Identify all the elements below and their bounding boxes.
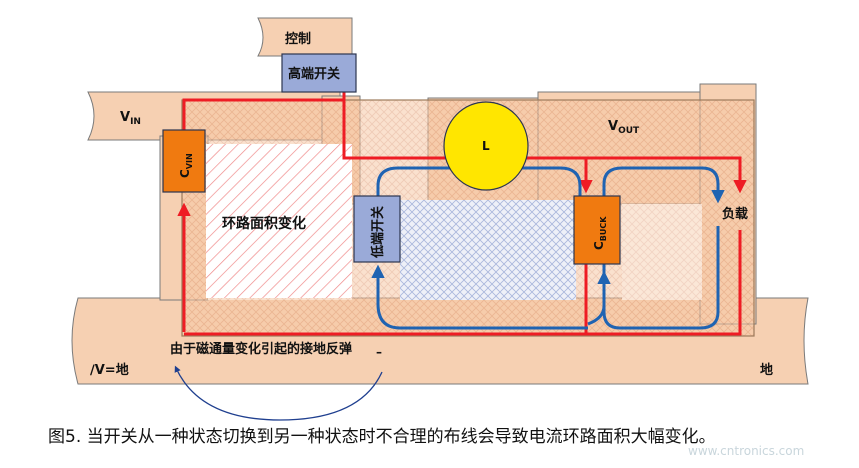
cbuck-label: CBUCK bbox=[592, 216, 608, 250]
ground-right-label: 地 bbox=[760, 362, 773, 378]
control-label: 控制 bbox=[285, 31, 311, 47]
ground-bounce-arrow bbox=[174, 365, 383, 421]
high-side-switch-label: 高端开关 bbox=[288, 66, 340, 82]
red-current-loop-top bbox=[182, 98, 593, 194]
vin-label: VIN bbox=[120, 110, 141, 127]
vout-inner-gap-hatch bbox=[622, 204, 702, 300]
vout-label: VOUT bbox=[608, 119, 640, 136]
loop-area-change-label: 环路面积变化 bbox=[222, 215, 306, 232]
red-current-loop-return bbox=[184, 230, 742, 336]
cbuck-capacitor bbox=[573, 195, 621, 265]
cvin-capacitor bbox=[162, 129, 206, 193]
cvin-label: CVIN bbox=[178, 153, 194, 178]
inductor-core bbox=[443, 101, 529, 191]
ground-left-label: ∕V=地 bbox=[90, 362, 129, 378]
dash-mark: – bbox=[376, 345, 382, 359]
ground-bounce-note: 由于磁通量变化引起的接地反弹 bbox=[170, 341, 352, 357]
low-side-switch bbox=[353, 195, 401, 263]
watermark: www.cntronics.com bbox=[688, 444, 805, 458]
blue-current-loop-right-top bbox=[602, 166, 725, 204]
figure-caption: 图5. 当开关从一种状态切换到另一种状态时不合理的布线会导致电流环路面积大幅变化… bbox=[48, 427, 716, 447]
load-label: 负载 bbox=[722, 206, 748, 222]
low-side-switch-label: 低端开关 bbox=[370, 206, 386, 259]
inductor-label: L bbox=[482, 139, 490, 153]
red-current-loop-load bbox=[586, 156, 747, 194]
low-side-loop-region bbox=[400, 200, 576, 300]
blue-current-loop-right bbox=[597, 270, 720, 330]
blue-current-loop-left bbox=[371, 264, 588, 330]
high-side-switch bbox=[281, 53, 357, 93]
loop-area-change-region bbox=[206, 144, 352, 298]
